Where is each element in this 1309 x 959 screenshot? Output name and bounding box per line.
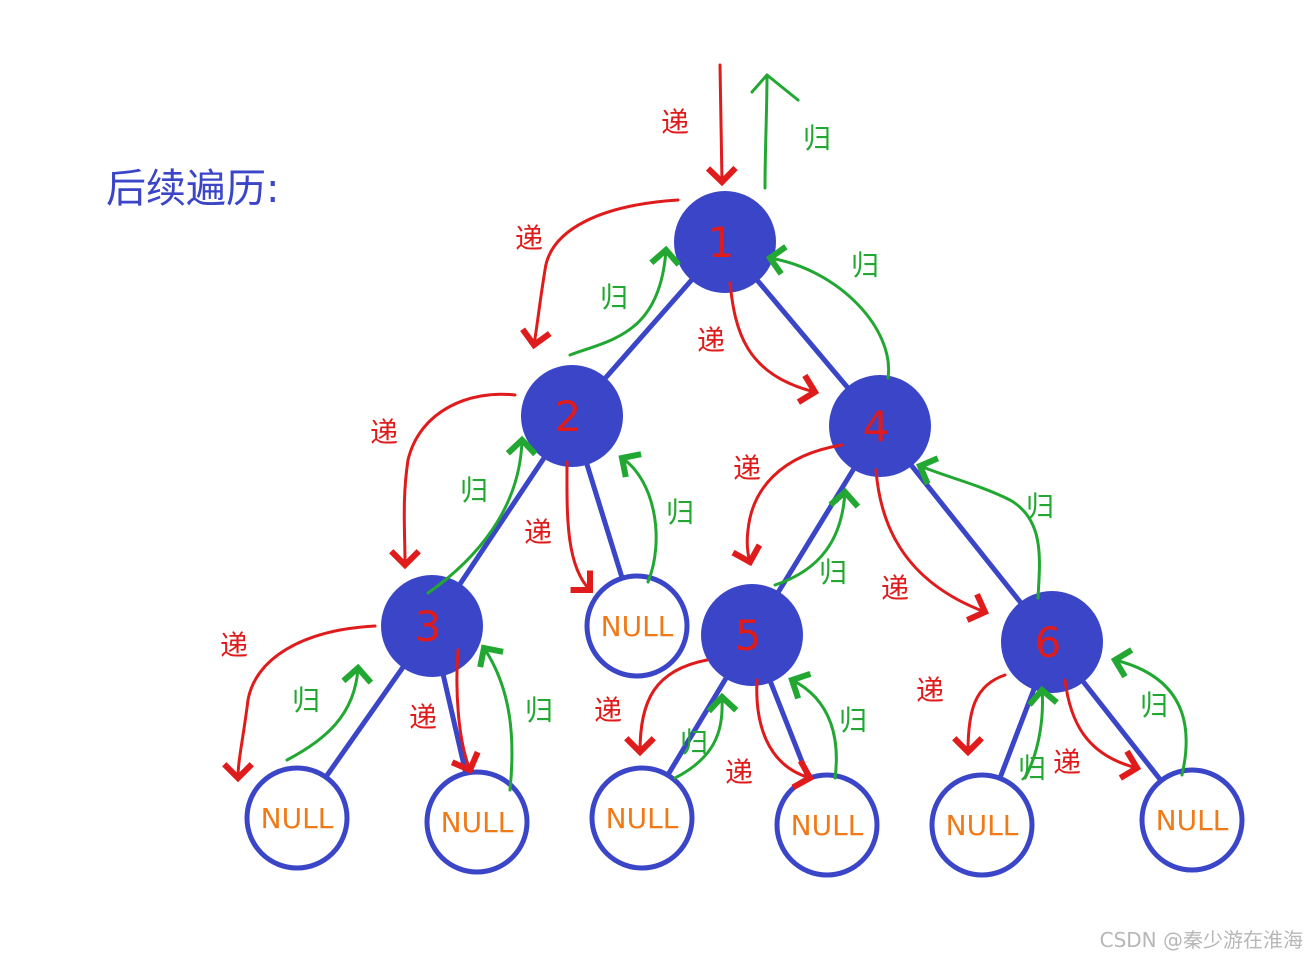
recurse-label: 递	[409, 701, 437, 734]
recurse-arrow	[731, 443, 844, 567]
null-circle	[774, 772, 880, 878]
null-node: NULL	[424, 769, 530, 875]
recurse-label: 递	[594, 694, 622, 727]
return-arrow	[285, 663, 374, 762]
null-label: NULL	[441, 806, 514, 839]
recurse-arrow	[450, 648, 481, 774]
recurse-arrow	[520, 198, 680, 350]
null-node: NULL	[584, 573, 690, 679]
return-label: 归	[680, 726, 708, 759]
recurse-label: 递	[220, 629, 248, 662]
return-label: 归	[1026, 490, 1054, 523]
recurse-label: 递	[515, 222, 543, 255]
node-circle	[701, 584, 803, 686]
recurse-label: 递	[733, 452, 761, 485]
node-circle	[521, 365, 623, 467]
node-value: 3	[415, 602, 442, 651]
return-label: 归	[839, 704, 867, 737]
node-circle	[674, 191, 776, 293]
return-arrow	[773, 487, 861, 587]
node-value: 6	[1035, 618, 1062, 667]
return-arrow	[1110, 647, 1188, 777]
null-label: NULL	[1156, 804, 1229, 837]
node-value: 2	[555, 392, 582, 441]
return-arrow	[673, 692, 739, 780]
recurse-arrow	[705, 63, 738, 187]
return-label: 归	[1018, 752, 1046, 785]
node-circle	[1001, 591, 1103, 693]
return-label: 归	[525, 694, 553, 727]
return-label: 归	[292, 684, 320, 717]
recurse-label: 递	[370, 416, 398, 449]
tree-node-2: 2	[521, 365, 623, 467]
return-arrow	[426, 435, 538, 595]
return-arrow	[618, 451, 658, 584]
recurse-label: 递	[881, 572, 909, 605]
null-node: NULL	[1139, 767, 1245, 873]
node-value: 4	[863, 402, 890, 451]
return-arrow	[568, 245, 682, 357]
recurse-label: 递	[661, 106, 689, 139]
return-arrow	[916, 455, 1041, 600]
null-label: NULL	[601, 610, 674, 643]
null-node: NULL	[244, 765, 350, 871]
return-label: 归	[1140, 689, 1168, 722]
tree-node-5: 5	[701, 584, 803, 686]
recurse-arrow	[728, 281, 820, 405]
recurse-arrow	[952, 673, 1007, 757]
recurse-label: 递	[524, 516, 552, 549]
return-arrow	[765, 244, 891, 380]
csdn-watermark: CSDN @秦少游在淮海	[1099, 928, 1303, 952]
return-arrow	[788, 670, 838, 780]
null-node: NULL	[929, 772, 1035, 878]
recurse-arrow	[222, 624, 377, 783]
return-label: 归	[851, 249, 879, 282]
node-value: 1	[708, 218, 735, 267]
tree-edges	[294, 240, 1194, 826]
return-arrow	[750, 73, 800, 190]
node-value: 5	[735, 611, 762, 660]
tree-node-6: 6	[1001, 591, 1103, 693]
node-circle	[829, 375, 931, 477]
null-label: NULL	[946, 809, 1019, 842]
null-circle	[244, 765, 350, 871]
recurse-arrow	[624, 658, 709, 757]
recurse-label: 递	[725, 756, 753, 789]
return-label: 归	[803, 122, 831, 155]
diagram-title: 后续遍历:	[106, 166, 280, 212]
tree-node-1: 1	[674, 191, 776, 293]
recurse-label: 递	[916, 674, 944, 707]
null-circle	[1139, 767, 1245, 873]
tree-node-4: 4	[829, 375, 931, 477]
recurse-arrow	[874, 468, 990, 623]
null-circle	[929, 772, 1035, 878]
null-label: NULL	[791, 809, 864, 842]
return-label: 归	[666, 496, 694, 529]
null-label: NULL	[606, 802, 679, 835]
return-arrow	[477, 644, 514, 792]
recurse-arrow	[755, 678, 815, 791]
recurse-label: 递	[697, 324, 725, 357]
return-arrow	[1023, 685, 1059, 780]
traversal-labels: 递递递递递递递递递递递递递归归归归归归归归归归归归归	[220, 106, 1168, 789]
recurse-arrow	[565, 460, 594, 594]
recurse-arrow	[1063, 678, 1142, 781]
null-node: NULL	[774, 772, 880, 878]
return-label: 归	[600, 281, 628, 314]
return-label: 归	[460, 474, 488, 507]
null-circle	[589, 765, 695, 871]
null-label: NULL	[261, 802, 334, 835]
return-label: 归	[819, 556, 847, 589]
null-node: NULL	[589, 765, 695, 871]
recurse-arrow	[389, 392, 517, 570]
traversal-arrows	[222, 63, 1188, 792]
null-circle	[584, 573, 690, 679]
recurse-label: 递	[1053, 746, 1081, 779]
